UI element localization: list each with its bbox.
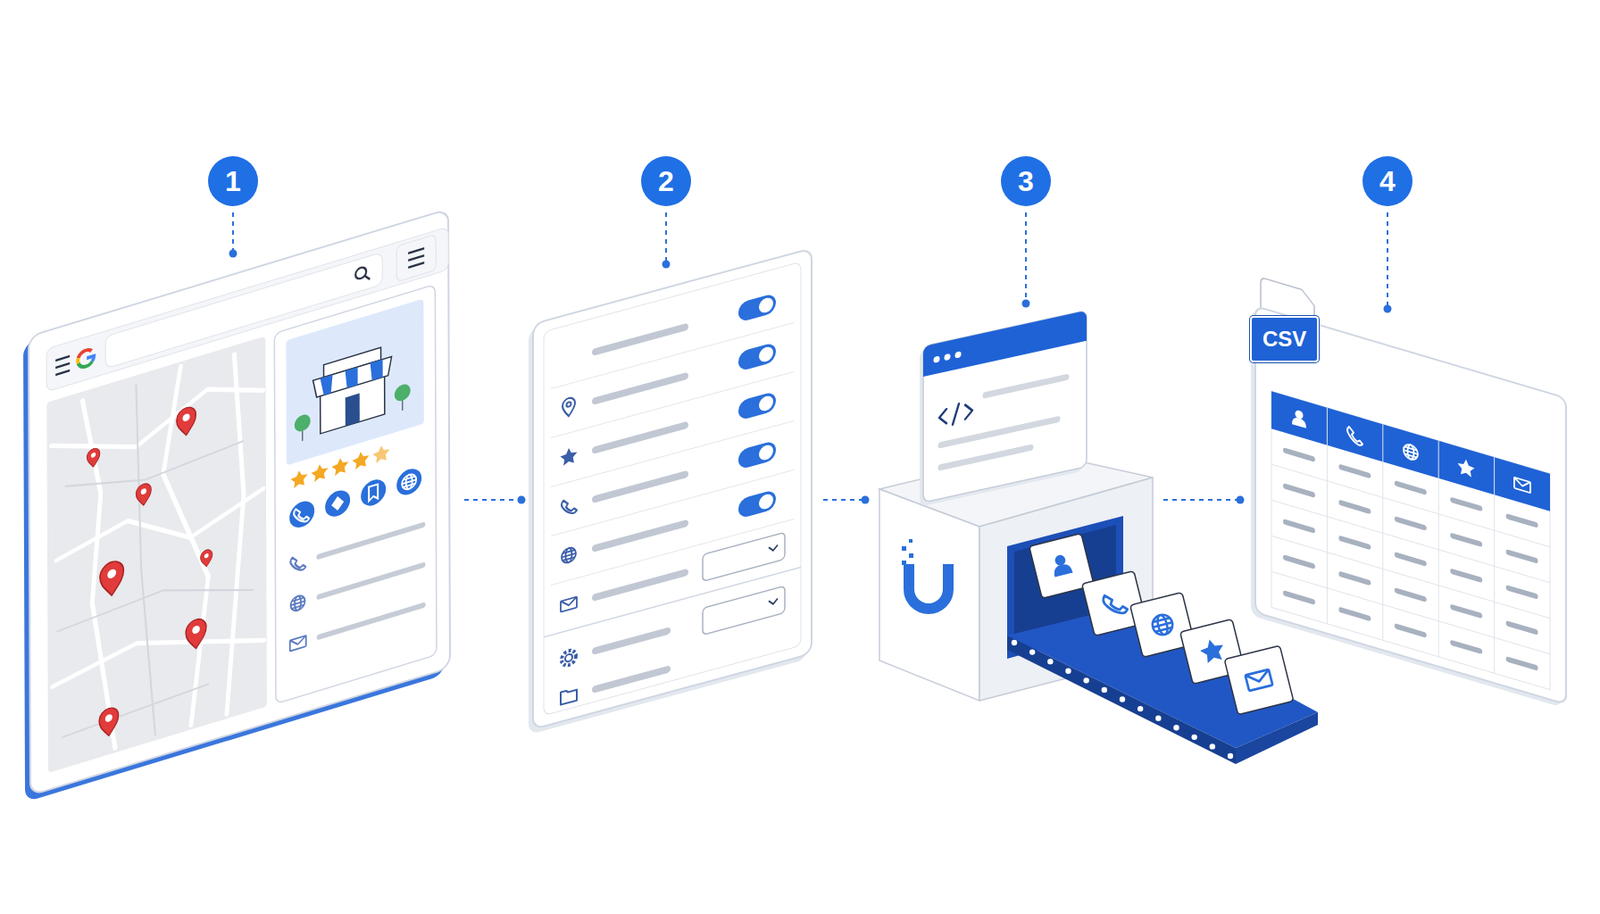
cell-dash xyxy=(1508,552,1536,561)
cell-dash xyxy=(1452,571,1480,580)
cell-dash xyxy=(1397,626,1425,635)
cell-dash xyxy=(1285,450,1313,459)
step-panel: 3 xyxy=(870,232,1157,768)
step-panel: 1 xyxy=(26,232,458,768)
dashed-connector xyxy=(823,499,866,501)
settings-panel xyxy=(528,248,812,735)
cell-dash xyxy=(1508,659,1536,668)
callout-number: 3 xyxy=(1000,156,1051,207)
cell-dash xyxy=(1508,588,1536,597)
belt-dot xyxy=(1119,696,1125,702)
cell-dash xyxy=(1397,555,1425,564)
cell-dash xyxy=(1341,539,1368,548)
cell-dash xyxy=(1341,610,1368,619)
cell-dash xyxy=(1285,522,1313,531)
cell-dash xyxy=(1452,642,1480,651)
belt-dot xyxy=(1101,687,1108,693)
callout-number: 1 xyxy=(208,156,259,207)
belt-dot xyxy=(1029,649,1035,655)
belt-dot xyxy=(1137,706,1143,712)
dashed-connector xyxy=(1163,499,1241,501)
belt-dot xyxy=(1083,677,1089,684)
cell-dash xyxy=(1397,483,1425,492)
cell-dash xyxy=(1397,591,1425,600)
cell-dash xyxy=(1508,624,1536,633)
belt-dot xyxy=(1155,715,1161,721)
dashed-connector xyxy=(464,499,522,501)
spreadsheet-panel xyxy=(1250,275,1567,709)
belt-dot xyxy=(1191,734,1197,741)
connector-dot xyxy=(1236,496,1245,505)
cell-dash xyxy=(1285,593,1313,602)
cell-dash xyxy=(1341,575,1368,584)
step-panel: 4CSV xyxy=(1245,232,1581,768)
cell-dash xyxy=(1397,519,1425,528)
cell-dash xyxy=(1452,535,1480,544)
cell-dash xyxy=(1341,467,1368,476)
cell-dash xyxy=(1285,486,1313,495)
belt-dot xyxy=(1047,658,1053,665)
connectors xyxy=(464,496,1245,505)
cell-dash xyxy=(1508,516,1536,525)
belt-dot xyxy=(1065,668,1071,675)
belt-dot xyxy=(1011,640,1017,646)
connector-dot xyxy=(861,496,870,505)
step-panel: 2 xyxy=(526,232,817,768)
maps-panel xyxy=(23,208,450,803)
connector-dot xyxy=(517,496,526,505)
cell-dash xyxy=(1341,503,1368,512)
callout-number: 2 xyxy=(641,156,692,207)
cell-dash xyxy=(1285,558,1313,567)
file-badge: CSV xyxy=(1250,316,1319,363)
cell-dash xyxy=(1452,607,1480,616)
belt-dot xyxy=(1227,753,1234,759)
cell-dash xyxy=(1452,500,1480,509)
callout-number: 4 xyxy=(1362,156,1413,207)
belt-dot xyxy=(1209,743,1216,750)
belt-dot xyxy=(1173,725,1179,731)
